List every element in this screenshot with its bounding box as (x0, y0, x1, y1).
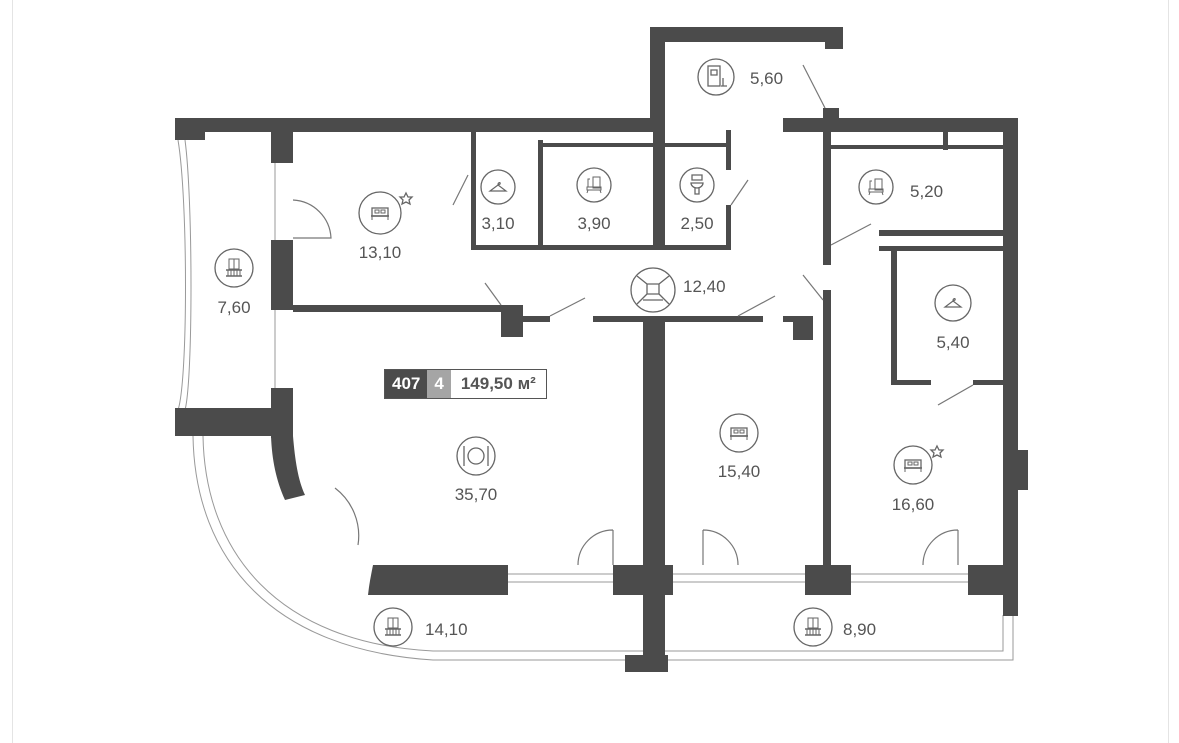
room-area: 14,10 (425, 620, 468, 639)
terrace-outline-outer (192, 435, 1014, 661)
room-bedroom-16-60: 16,60 (892, 444, 945, 514)
apartment-number: 407 (385, 370, 428, 398)
bed-star-icon (893, 444, 945, 485)
room-count: 4 (427, 370, 451, 398)
doors (292, 64, 974, 566)
room-kitchen-living-35-70: 35,70 (455, 436, 498, 504)
room-area: 35,70 (455, 485, 498, 504)
room-area: 3,10 (481, 214, 514, 233)
door-icon (697, 58, 735, 96)
left-balcony-window (177, 139, 192, 411)
room-area: 12,40 (683, 277, 726, 296)
balcony-icon (373, 607, 413, 647)
room-terrace-8-90: 8,90 (793, 607, 876, 647)
room-area: 8,90 (843, 620, 876, 639)
bathtub-icon (576, 167, 612, 203)
room-terrace-14-10: 14,10 (373, 607, 468, 647)
floor-plan-frame: 13,10 3,10 3,90 2,50 5,60 5,20 7,60 12,4… (12, 0, 1169, 743)
room-area: 5,40 (936, 333, 969, 352)
bottom-windows (508, 573, 968, 583)
room-toilet-2-50: 2,50 (679, 167, 715, 233)
bed-icon (719, 413, 759, 453)
total-area: 149,50 м² (450, 370, 546, 398)
balcony-icon (214, 248, 254, 288)
room-area: 5,60 (750, 69, 783, 88)
balcony-icon (793, 607, 833, 647)
room-area: 16,60 (892, 495, 935, 514)
room-bathroom-3-90: 3,90 (576, 167, 612, 233)
hall-icon (630, 267, 676, 313)
room-area: 15,40 (718, 462, 761, 481)
room-area: 3,90 (577, 214, 610, 233)
terrace-outline-inner (202, 435, 1004, 652)
plate-icon (456, 436, 496, 476)
apartment-badge: 407 4 149,50 м² (384, 369, 547, 399)
room-wardrobe-3-10: 3,10 (480, 169, 516, 233)
hanger-icon (934, 284, 972, 322)
room-wardrobe-5-40: 5,40 (934, 284, 972, 352)
room-area: 2,50 (680, 214, 713, 233)
room-area: 5,20 (910, 182, 943, 201)
room-balcony-7-60: 7,60 (214, 248, 254, 317)
toilet-icon (679, 167, 715, 203)
room-entrance-5-60: 5,60 (697, 58, 783, 96)
room-area: 13,10 (359, 243, 402, 262)
room-bathroom-5-20: 5,20 (858, 169, 943, 205)
walls (175, 27, 1028, 672)
hanger-icon (480, 169, 516, 205)
bathtub-icon (858, 169, 894, 205)
room-area: 7,60 (217, 298, 250, 317)
bed-star-icon (358, 191, 414, 235)
room-bedroom-13-10: 13,10 (358, 191, 414, 262)
room-corridor-12-40: 12,40 (630, 267, 726, 313)
room-bedroom-15-40: 15,40 (718, 413, 761, 481)
